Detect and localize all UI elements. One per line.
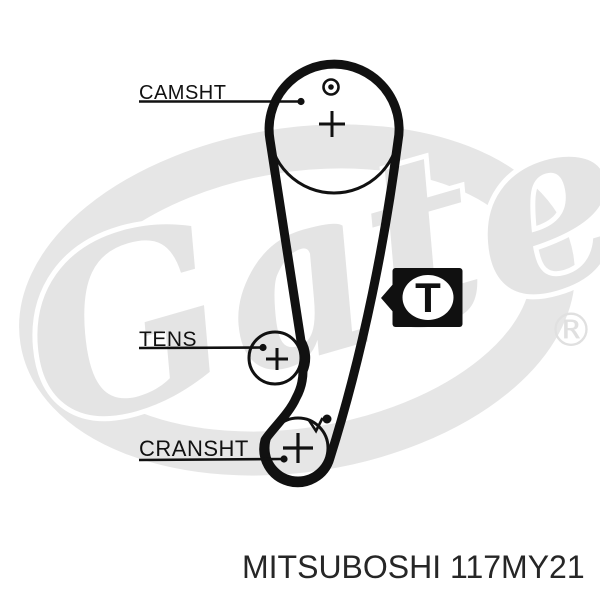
crankshaft-label: CRANSHT [139,436,249,461]
tensioner-cross-mark-icon [266,348,288,370]
timing-mark-arrow-icon [381,283,394,313]
timing-belt [259,59,404,488]
crankshaft-timing-dot [322,414,332,424]
crankshaft-leader-dot [280,455,288,463]
timing-mark-ellipse [402,275,454,320]
crankshaft-cross-mark-icon [283,433,313,463]
tensioner-label: TENS [139,328,198,351]
tensioner-pulley [247,330,303,386]
camshaft-leader-dot [297,97,305,106]
tensioner-leader-dot [259,343,267,352]
watermark-brand-text: Gates [0,16,600,486]
tensioner-leader-line [138,343,267,352]
registered-trademark-icon: ® [548,303,594,357]
camshaft-cross-mark-icon [319,111,345,137]
crankshaft-leader-line [138,455,288,463]
camshaft-label: CAMSHT [139,82,227,104]
camshaft-index-mark-icon [322,78,340,96]
camshaft-leader-line [139,97,305,106]
caption-text: MITSUBOSHI 117MY21 [242,549,585,585]
timing-mark-letter: T [415,274,441,321]
crankshaft-timing-notch-icon [307,417,324,434]
timing-mark-box: T [381,268,463,327]
